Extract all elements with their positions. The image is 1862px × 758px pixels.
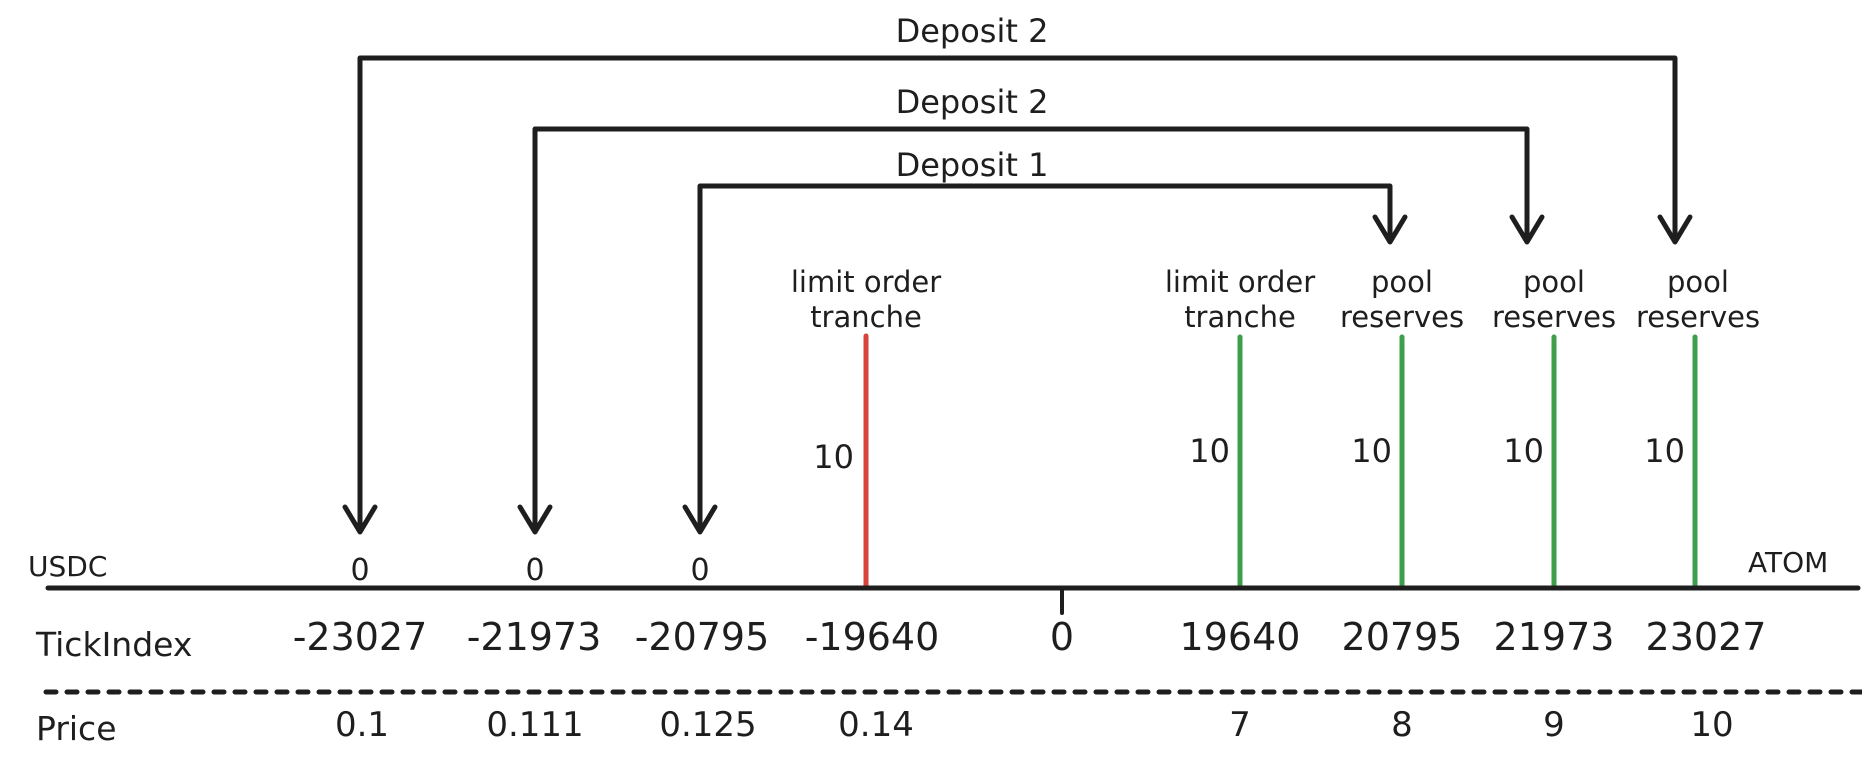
price-label-7: 7	[1229, 705, 1251, 745]
deposit-arrow-inner-label: Deposit 1	[896, 146, 1049, 184]
tick-label-neg-23027: -23027	[293, 615, 428, 659]
tick-label-19640: 19640	[1180, 615, 1301, 659]
price-label-8: 8	[1391, 705, 1413, 745]
deposit-arrow-outer-bracket	[357, 55, 1678, 531]
limit-order-tranche-left-label-line1: limit order	[791, 265, 941, 299]
pool-reserves-3-amount: 10	[1644, 432, 1685, 470]
pool-reserves-2-label-line2: reserves	[1492, 300, 1616, 334]
pool-reserves-1: pool reserves 10	[1340, 265, 1464, 588]
deposit-arrow-inner: Deposit 1	[682, 146, 1408, 535]
price-row-label: Price	[36, 709, 117, 748]
deposit-arrow-inner-bracket	[697, 183, 1393, 531]
pool-reserves-1-label-line2: reserves	[1340, 300, 1464, 334]
price-label-0-14: 0.14	[838, 705, 914, 745]
zero-reserve-label-3: 0	[690, 553, 709, 588]
price-label-9: 9	[1543, 705, 1565, 745]
usdc-token-label: USDC	[28, 550, 107, 583]
limit-order-tranche-right-amount: 10	[1189, 432, 1230, 470]
arrowhead-down-icon	[1509, 214, 1545, 245]
atom-token-label: ATOM	[1748, 546, 1828, 579]
pool-reserves-1-label-line1: pool	[1371, 265, 1433, 299]
deposit-arrow-middle-label: Deposit 2	[896, 83, 1049, 121]
tick-index-row-label: TickIndex	[35, 625, 192, 664]
price-label-0-1: 0.1	[335, 705, 389, 745]
tick-label-21973: 21973	[1494, 615, 1615, 659]
pool-reserves-2: pool reserves 10	[1492, 265, 1616, 588]
pool-reserves-1-amount: 10	[1351, 432, 1392, 470]
limit-order-tranche-right-label-line2: tranche	[1184, 300, 1296, 334]
price-label-10: 10	[1690, 705, 1733, 745]
limit-order-tranche-left-amount: 10	[813, 438, 854, 476]
deposit-arrow-middle: Deposit 2	[517, 83, 1545, 535]
zero-reserve-label-1: 0	[350, 553, 369, 588]
zero-reserve-label-2: 0	[525, 553, 544, 588]
tick-label-20795: 20795	[1342, 615, 1463, 659]
deposit-arrow-outer-label: Deposit 2	[896, 12, 1049, 50]
limit-order-tranche-left-label-line2: tranche	[810, 300, 922, 334]
price-label-0-125: 0.125	[659, 705, 756, 745]
pool-reserves-2-amount: 10	[1503, 432, 1544, 470]
limit-order-tranche-left: limit order tranche 10	[791, 265, 941, 589]
tick-label-23027: 23027	[1646, 615, 1767, 659]
arrowhead-down-icon	[342, 504, 378, 535]
arrowhead-down-icon	[682, 504, 718, 535]
arrowhead-down-icon	[1657, 214, 1693, 245]
arrowhead-down-icon	[517, 504, 553, 535]
pool-reserves-3: pool reserves 10	[1636, 265, 1760, 588]
tick-label-neg-21973: -21973	[467, 615, 602, 659]
deposit-arrow-outer: Deposit 2	[342, 12, 1693, 535]
limit-order-tranche-right-label-line1: limit order	[1165, 265, 1315, 299]
limit-order-tranche-right: limit order tranche 10	[1165, 265, 1315, 588]
pool-reserves-3-label-line2: reserves	[1636, 300, 1760, 334]
price-label-0-111: 0.111	[486, 705, 583, 745]
tick-label-zero: 0	[1050, 615, 1074, 659]
tick-label-neg-20795: -20795	[635, 615, 770, 659]
arrowhead-down-icon	[1372, 214, 1408, 245]
pool-reserves-2-label-line1: pool	[1523, 265, 1585, 299]
deposit-arrow-middle-bracket	[532, 126, 1530, 531]
tick-label-neg-19640: -19640	[805, 615, 940, 659]
pool-reserves-3-label-line1: pool	[1667, 265, 1729, 299]
